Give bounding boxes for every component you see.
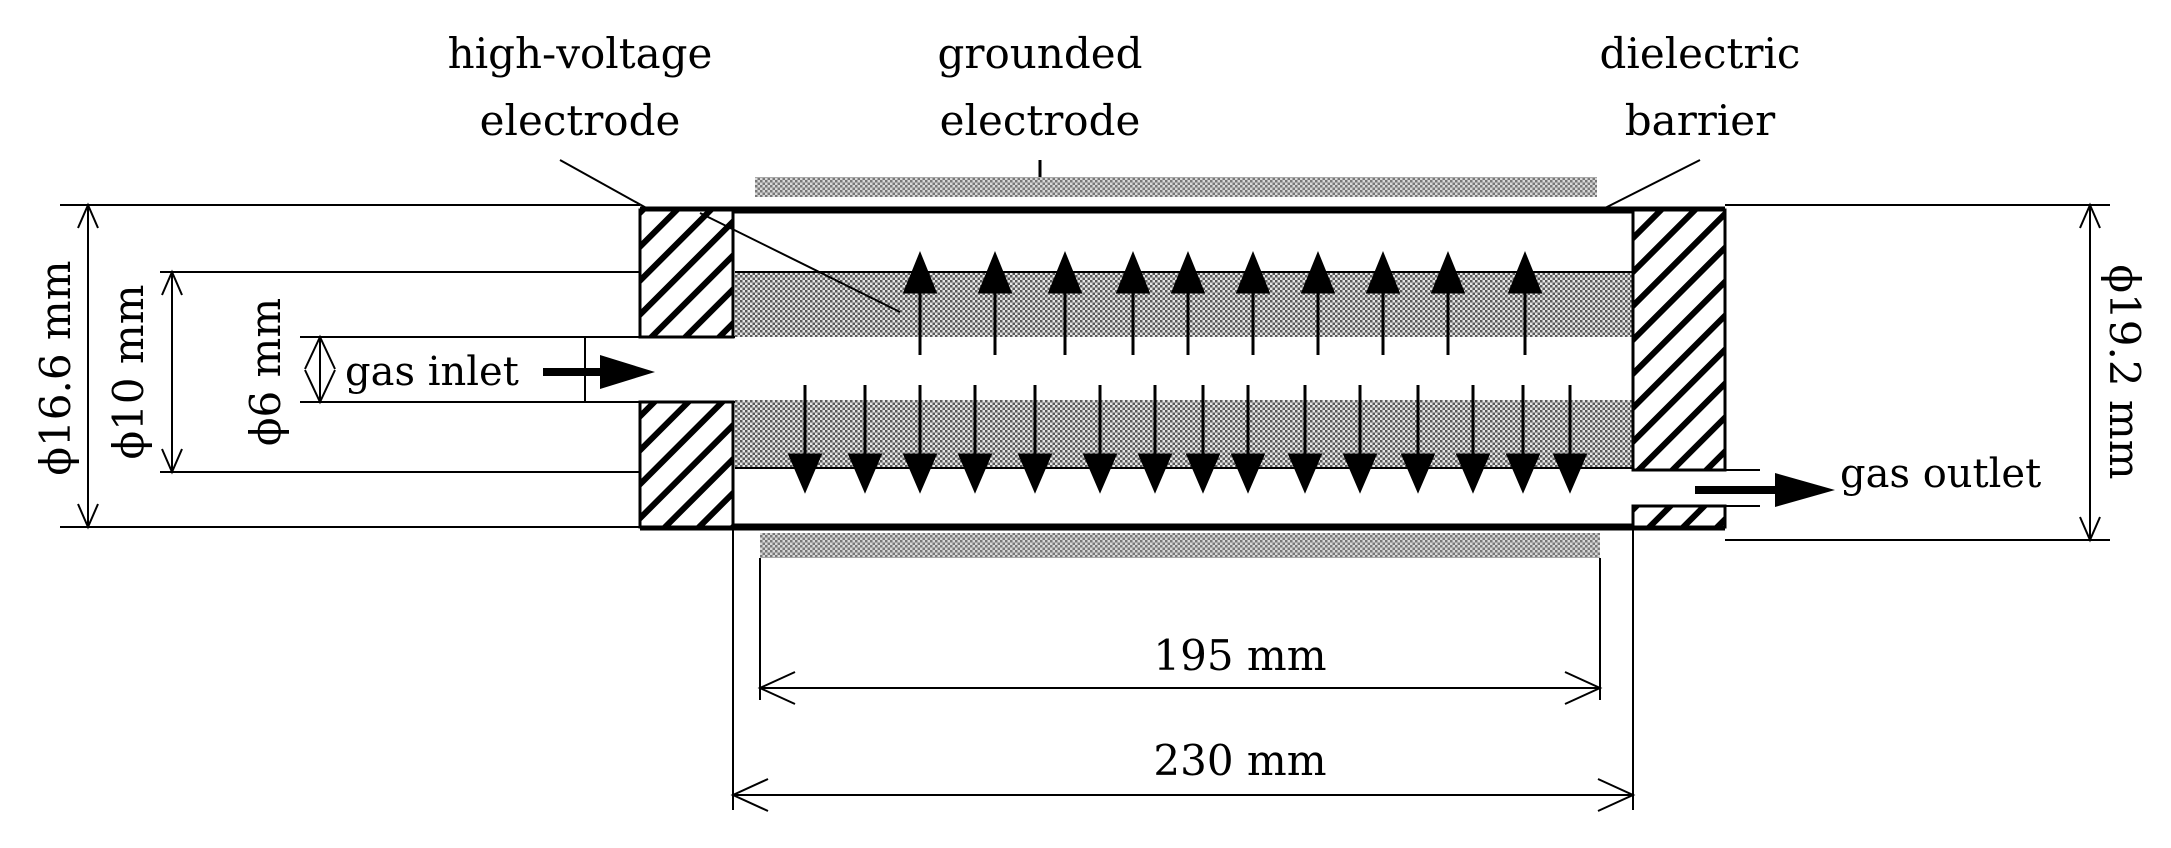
label-grounded-2: electrode <box>940 96 1141 145</box>
label-gas-inlet: gas inlet <box>345 349 519 395</box>
label-gas-outlet: gas outlet <box>1840 451 2041 497</box>
inlet-cap-bottom <box>638 400 735 529</box>
dimension-lines-right <box>1725 202 2110 543</box>
dim-phi-19-2: ϕ19.2 mm <box>2100 264 2149 479</box>
dim-195: 195 mm <box>1153 631 1326 680</box>
label-hv-electrode-2: electrode <box>480 96 681 145</box>
gas-inlet-arrow <box>543 355 655 389</box>
label-hv-electrode-1: high-voltage <box>448 29 713 78</box>
dim-phi-16-6: ϕ16.6 mm <box>31 260 80 475</box>
field-arrows-down <box>787 385 1588 494</box>
gas-outlet-arrow <box>1695 473 1835 507</box>
grounded-electrode-bottom <box>760 533 1600 558</box>
dim-phi-6: ϕ6 mm <box>241 298 290 446</box>
dim-230: 230 mm <box>1153 736 1326 785</box>
outlet-cap-small <box>1631 504 1727 529</box>
field-arrows-up <box>902 251 1543 355</box>
inlet-cap-top <box>638 208 735 339</box>
dimension-lines-left <box>60 202 640 530</box>
dim-phi-10: ϕ10 mm <box>104 284 153 459</box>
dimension-lines-bottom <box>730 527 1636 812</box>
label-grounded-1: grounded <box>938 29 1143 78</box>
grounded-electrode-top <box>755 177 1597 197</box>
label-dielectric-1: dielectric <box>1600 29 1801 78</box>
outlet-cap <box>1631 208 1727 472</box>
label-dielectric-2: barrier <box>1625 96 1776 145</box>
